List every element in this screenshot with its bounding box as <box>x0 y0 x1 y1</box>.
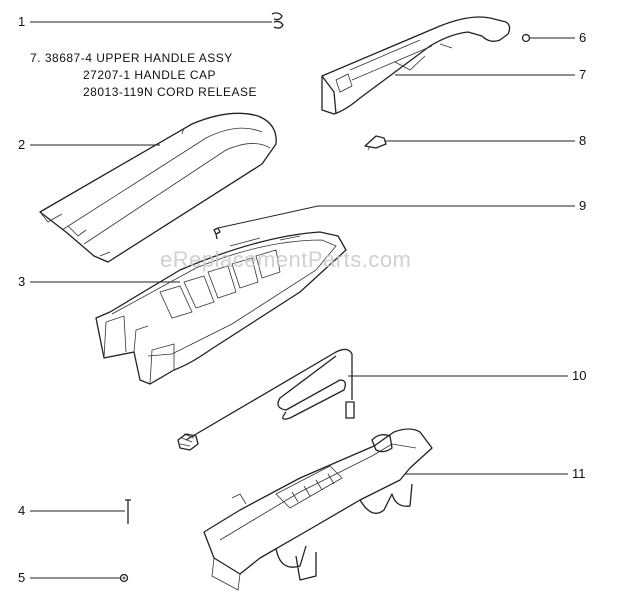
callout-1: 1 <box>18 14 26 29</box>
parts-note: 7. 38687-4 UPPER HANDLE ASSY 27207-1 HAN… <box>30 50 257 101</box>
callout-3: 3 <box>18 274 26 289</box>
part-3-handle-body <box>95 231 347 385</box>
part-8-cord-release <box>364 135 387 151</box>
callout-9: 9 <box>579 198 587 213</box>
note-line-3: 28013-119N CORD RELEASE <box>83 85 258 99</box>
callout-7: 7 <box>579 67 587 82</box>
note-line-1: 7. 38687-4 UPPER HANDLE ASSY <box>30 51 233 65</box>
callout-8: 8 <box>579 133 587 148</box>
part-2-handle-cover <box>39 112 277 263</box>
note-line-2: 27207-1 HANDLE CAP <box>83 68 217 82</box>
part-7-upper-handle <box>321 16 511 115</box>
watermark: eReplacementParts.com <box>160 247 412 272</box>
part-9-screw <box>213 227 221 240</box>
callout-5: 5 <box>18 570 26 585</box>
part-1-clip <box>271 12 284 29</box>
callout-4: 4 <box>18 503 26 518</box>
part-10-power-cord <box>177 348 355 451</box>
leader-lines <box>30 21 575 579</box>
part-6-nut <box>521 33 531 43</box>
callout-6: 6 <box>579 30 587 45</box>
part-5-washer <box>119 573 129 583</box>
callout-2: 2 <box>18 137 26 152</box>
part-11-lower-handle <box>203 428 433 591</box>
part-4-screw <box>125 499 131 524</box>
callout-10: 10 <box>572 368 587 383</box>
callout-11: 11 <box>572 466 586 481</box>
